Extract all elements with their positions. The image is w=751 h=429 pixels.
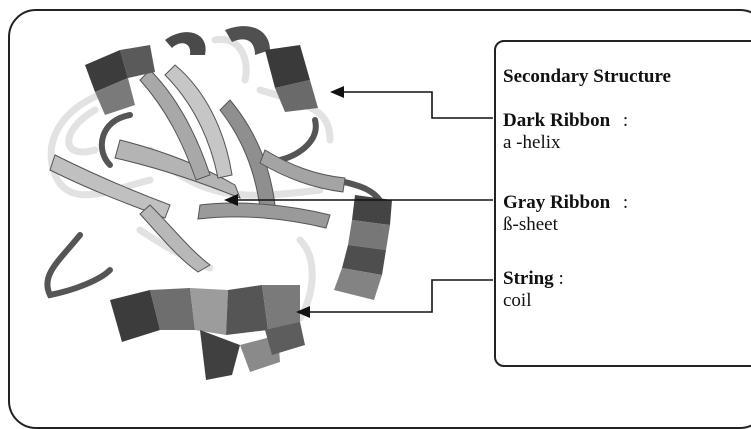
legend-value: a -helix [503,132,561,153]
legend-value: ß-sheet [503,214,558,235]
helix-segment [150,288,195,330]
helix-segment [352,195,392,225]
beta-sheets [49,64,346,273]
helix-segment [190,288,228,335]
helix-segment [334,268,382,300]
legend-item-sheet: Gray Ribbon : [503,192,628,214]
helix-segment [200,330,240,380]
helix-segment [265,45,310,88]
helix-segment [348,220,390,250]
legend-box: Secondary Structure Dark Ribbon : a -hel… [494,40,751,367]
beta-strand [259,149,346,193]
legend-separator: : [622,192,629,213]
beta-strand [164,64,233,179]
helix-segment [262,285,300,330]
protein-ribbon-diagram [44,26,493,380]
legend-separator: : [558,268,564,289]
helix-callout-line [330,86,493,119]
helix-segment [95,78,135,115]
helix-segment [110,290,160,342]
legend-title: Secondary Structure [503,66,671,87]
helix-segment [342,245,386,275]
helix-segment [120,45,155,78]
helix-segment [165,32,206,55]
coil-callout-line [296,279,493,318]
beta-strand [139,204,211,273]
legend-key: String [503,268,554,289]
helix-segment [226,285,268,335]
helix-segment [275,80,318,112]
alpha-helices [85,26,392,380]
legend-item-helix: Dark Ribbon : [503,110,628,132]
legend-item-coil: String : [503,268,564,290]
callout-lines [224,86,493,318]
legend-value: coil [503,290,532,311]
beta-strand [114,139,241,199]
helix-segment [265,322,305,355]
legend-key: Gray Ribbon [503,192,611,213]
legend-separator: : [622,110,629,131]
beta-strand [49,154,171,219]
helix-segment [85,50,128,92]
beta-strand [197,202,331,229]
beta-strand [139,69,211,181]
helix-segment [225,26,270,55]
legend-key: Dark Ribbon [503,110,611,131]
